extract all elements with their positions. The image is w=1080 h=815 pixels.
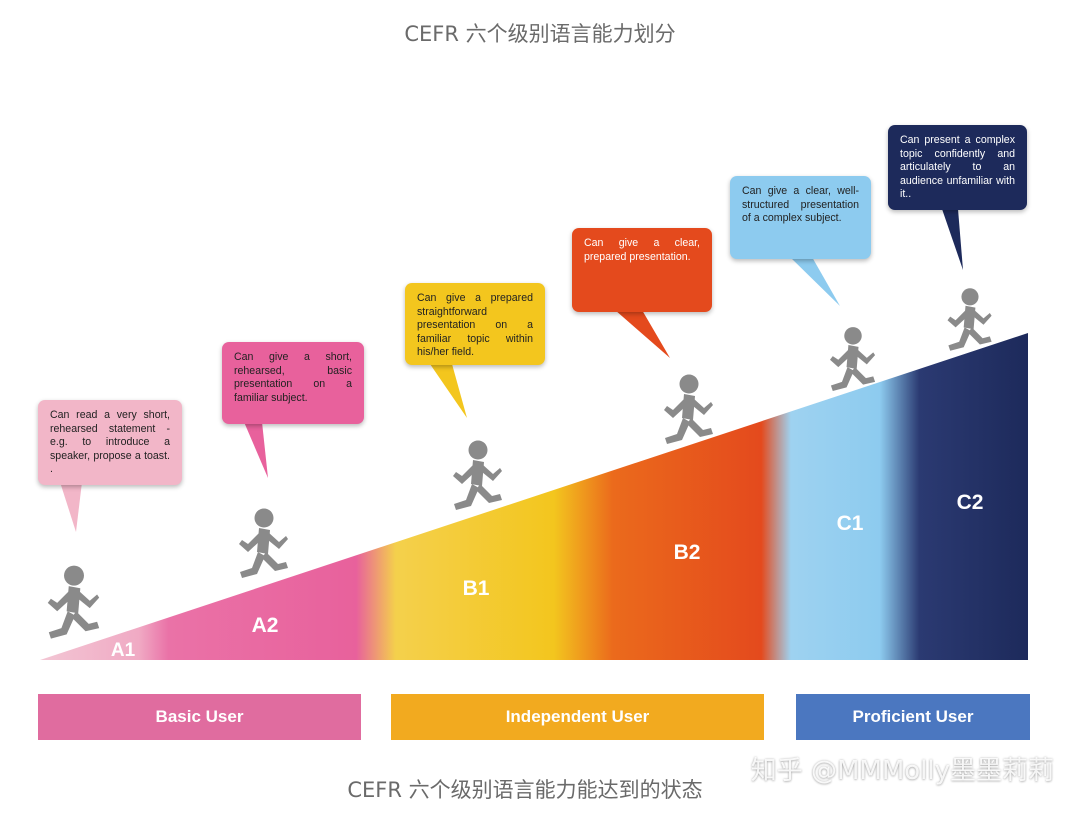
- bubble-tail: [942, 209, 963, 270]
- a2-description: Can give a short, rehearsed, basic prese…: [234, 351, 352, 404]
- a1-description: Can read a very short, rehearsed stateme…: [50, 409, 170, 476]
- b1-description: Can give a prepared straightforward pres…: [417, 292, 533, 359]
- a1-description-bubble: Can read a very short, rehearsed stateme…: [38, 400, 182, 485]
- runner-icon: [453, 440, 502, 510]
- b1-description-bubble: Can give a prepared straightforward pres…: [405, 283, 545, 365]
- b2-description-bubble: Can give a clear, prepared presentation.: [572, 228, 712, 312]
- runner-icon: [239, 508, 288, 578]
- level-label-a2: A2: [252, 614, 279, 637]
- proficient-user-band: Proficient User: [796, 694, 1030, 740]
- runner-icon: [830, 327, 876, 392]
- b2-description: Can give a clear, prepared presentation.: [584, 237, 700, 263]
- independent-user-label: Independent User: [505, 707, 650, 726]
- level-label-b2: B2: [674, 541, 701, 564]
- c2-description-bubble: Can present a complex topic confidently …: [888, 125, 1027, 210]
- bubble-tail: [60, 482, 82, 532]
- basic-user-label: Basic User: [155, 707, 244, 726]
- runner-icon: [47, 565, 100, 639]
- runner-icon: [664, 374, 713, 444]
- a2-description-bubble: Can give a short, rehearsed, basic prese…: [222, 342, 364, 424]
- cefr-level-diagram: A1 A2 B1 B2 C1 C2: [40, 209, 1028, 661]
- ramp: [40, 333, 1028, 660]
- bubble-tail: [244, 422, 268, 478]
- proficient-user-label: Proficient User: [852, 707, 974, 726]
- bottom-caption: CEFR 六个级别语言能力能达到的状态: [347, 778, 703, 802]
- basic-user-band: Basic User: [38, 694, 361, 740]
- top-caption: CEFR 六个级别语言能力划分: [404, 22, 676, 46]
- c1-description-bubble: Can give a clear, well-structured presen…: [730, 176, 871, 259]
- watermark: 知乎 @MMMolly墨墨莉莉: [750, 756, 1054, 786]
- c1-description: Can give a clear, well-structured presen…: [742, 185, 859, 225]
- bubble-tail: [790, 257, 840, 306]
- runner-icon: [947, 288, 992, 351]
- bubble-tail: [615, 310, 670, 358]
- bubble-tail: [430, 364, 467, 418]
- level-label-b1: B1: [463, 577, 490, 600]
- independent-user-band: Independent User: [391, 694, 764, 740]
- c2-description: Can present a complex topic confidently …: [900, 134, 1015, 201]
- level-label-a1: A1: [111, 640, 136, 661]
- level-label-c1: C1: [837, 512, 864, 535]
- level-label-c2: C2: [957, 491, 984, 514]
